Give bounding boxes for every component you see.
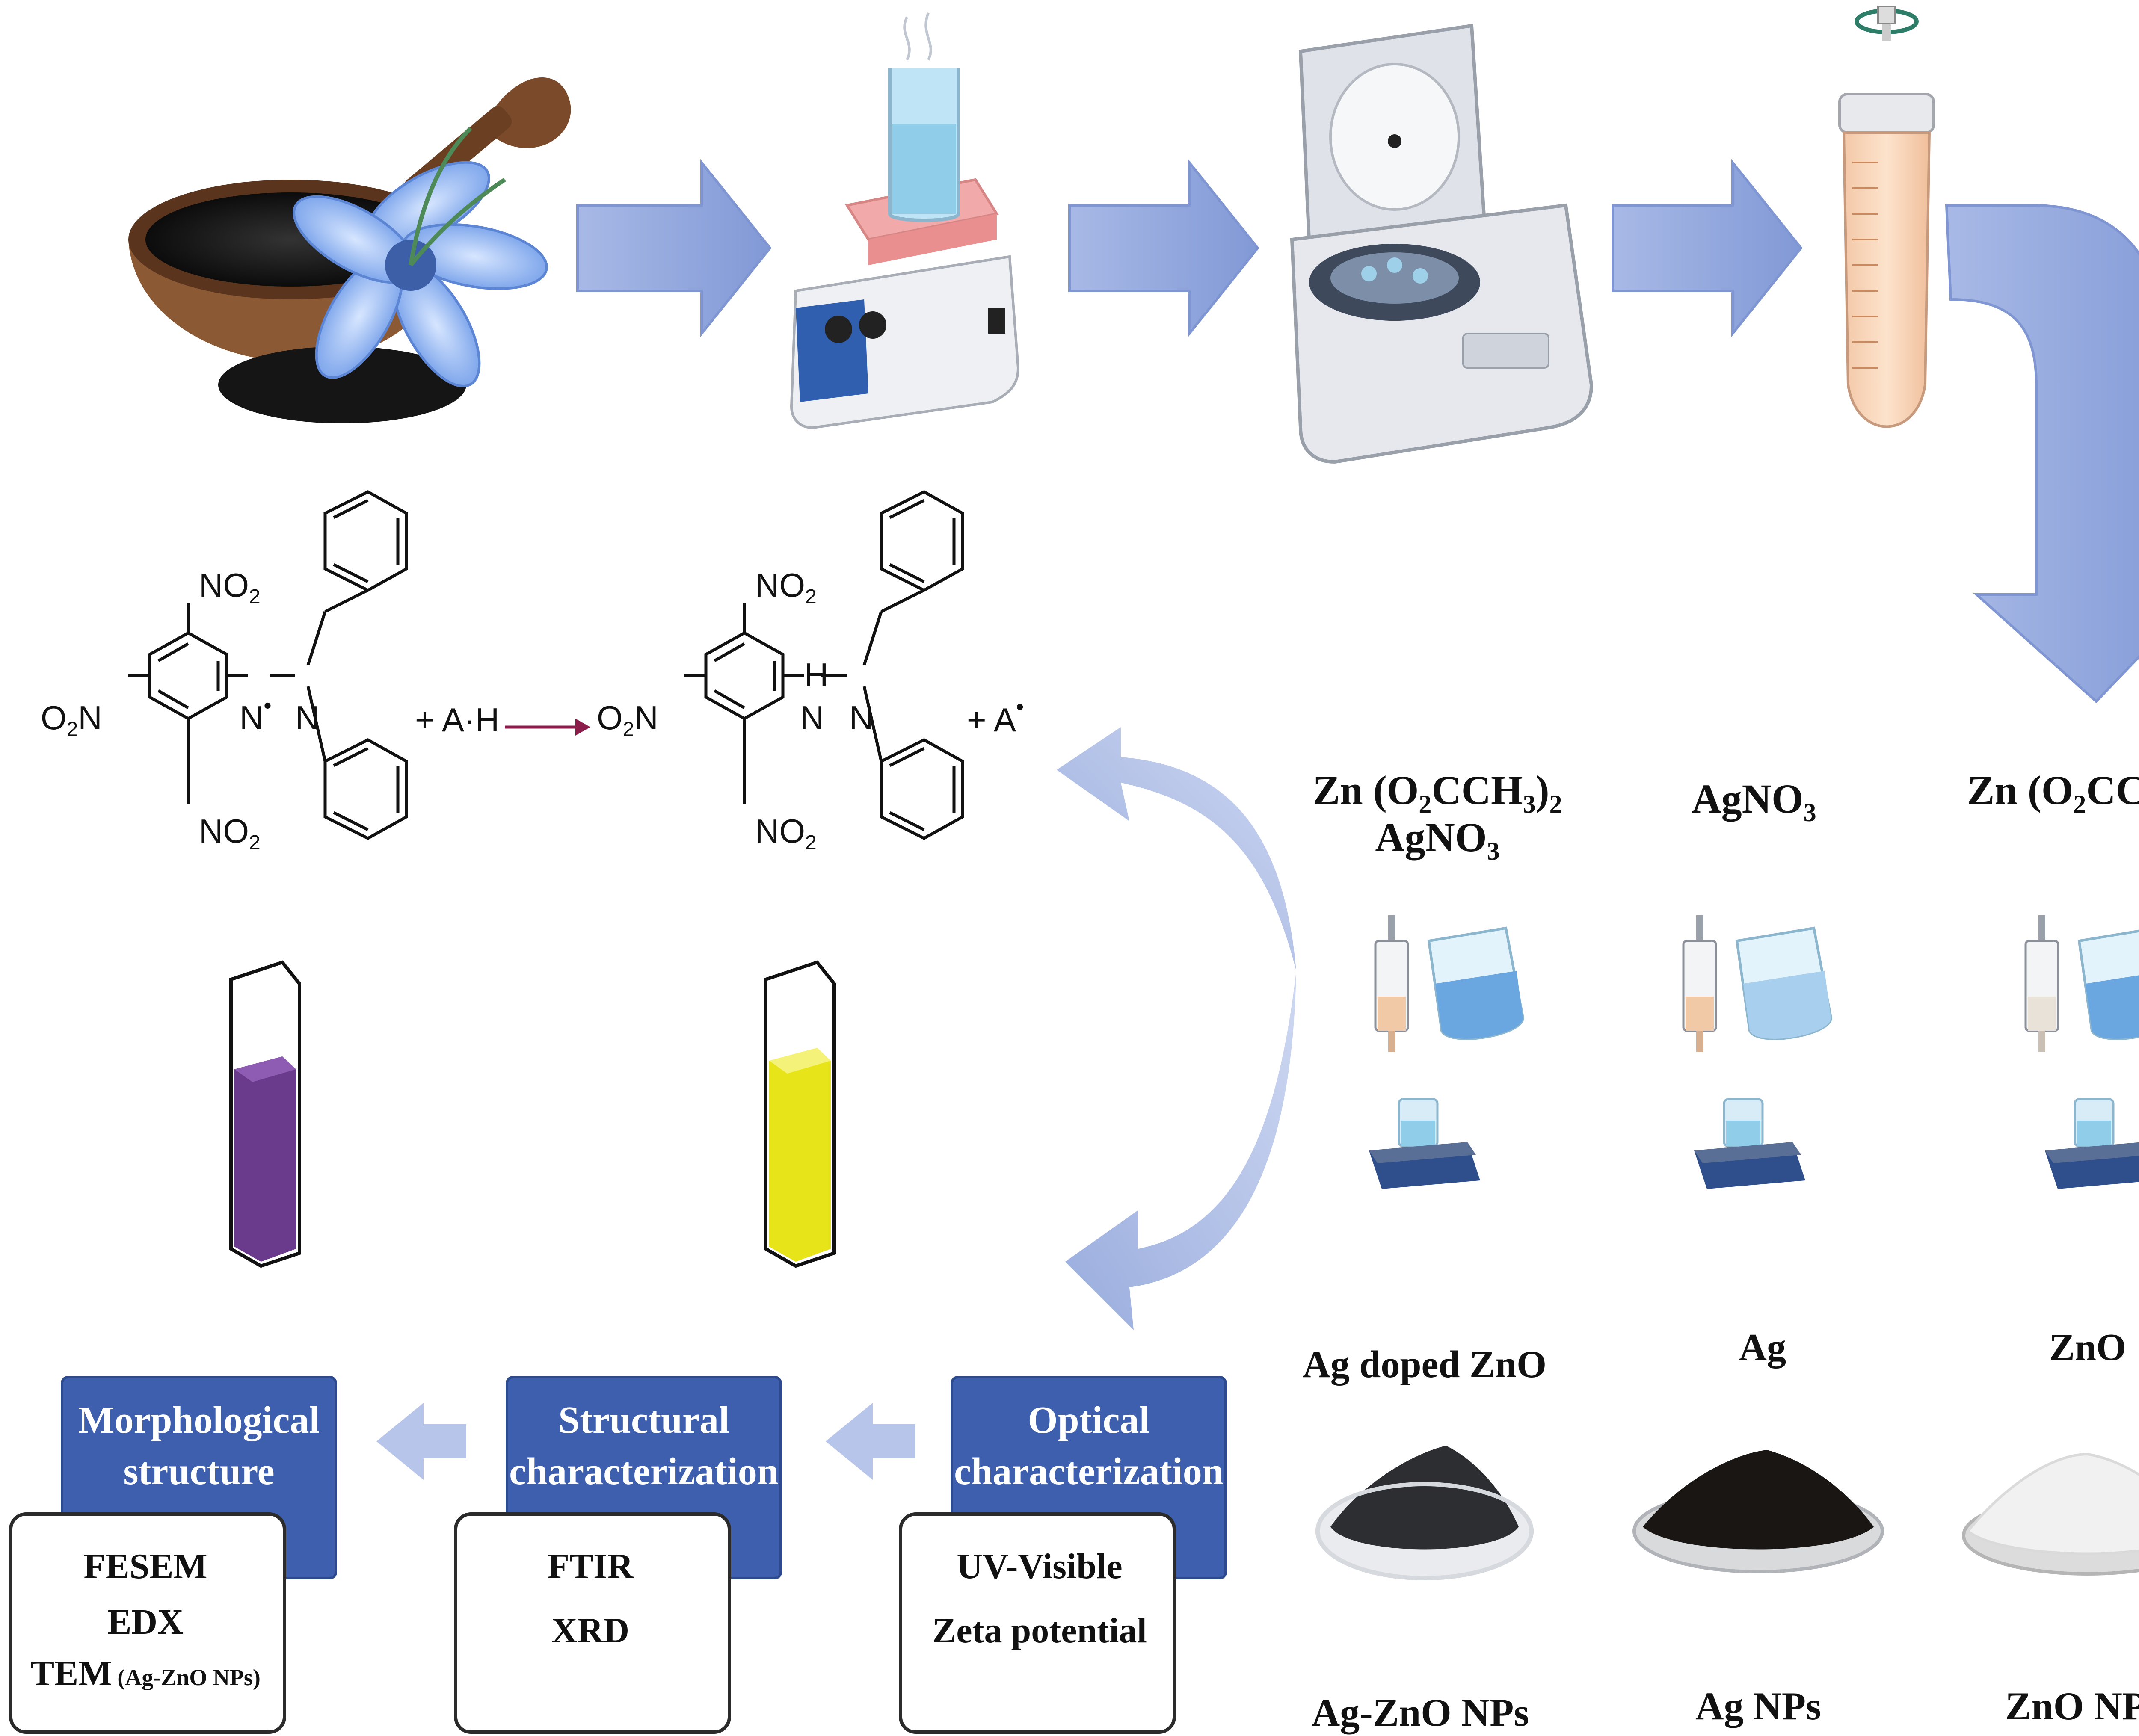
plus-ah-label: + A·H — [415, 701, 499, 739]
np-label-zno: ZnO NPs — [2005, 1684, 2139, 1728]
dpph-reaction — [128, 490, 964, 840]
morphological-title-line2: structure — [123, 1450, 274, 1493]
optical-title-line1: Optical — [1028, 1399, 1150, 1441]
char-arrow-1 — [376, 1403, 466, 1480]
curved-arrow-upper — [1057, 727, 1296, 971]
h-label: H — [804, 656, 828, 694]
characterization-structural-card — [454, 1376, 782, 1734]
structural-title-line2: characterization — [509, 1450, 779, 1493]
curved-arrow-lower — [1065, 971, 1296, 1330]
morph-item-fesem: FESEM — [83, 1547, 207, 1586]
no2-label-bottom-right: NO2 — [755, 812, 817, 854]
optical-title-line2: characterization — [954, 1450, 1224, 1493]
ag-powder-icon — [1632, 1450, 1884, 1573]
zno-powder-icon — [1962, 1452, 2139, 1576]
morphological-title-line1: Morphological — [78, 1399, 320, 1441]
struct-item-xrd: XRD — [551, 1611, 629, 1650]
beaker-icon-3 — [2077, 929, 2139, 1040]
o2n-label-left: O2N — [41, 699, 102, 741]
product-label-ag-doped-zno: Ag doped ZnO — [1303, 1343, 1546, 1386]
no2-label-top-left: NO2 — [199, 566, 261, 608]
syringe-icon-1 — [1374, 915, 1409, 1052]
product-label-ag: Ag — [1739, 1326, 1786, 1369]
optical-item-zeta-potential: Zeta potential — [932, 1611, 1147, 1650]
magnetic-stirrer-icon-2 — [1694, 1098, 1805, 1189]
characterization-optical-card — [899, 1376, 1227, 1734]
np-label-ag-zno: Ag-ZnO NPs — [1312, 1691, 1529, 1734]
plus-a-label: + A• — [967, 695, 1024, 739]
np-label-ag: Ag NPs — [1695, 1684, 1821, 1728]
ag-zno-powder-icon — [1315, 1446, 1534, 1580]
precursor-3-label: Zn (O2CCH3)2 — [1967, 767, 2139, 818]
characterization-morphological-card — [9, 1376, 337, 1734]
o2n-label-right: O2N — [597, 699, 658, 741]
yellow-cuvette-icon — [764, 960, 836, 1268]
precursor-2-label: AgNO3 — [1692, 776, 1816, 827]
nigella-sativa-icon — [128, 77, 571, 423]
n-label-right: N — [849, 699, 873, 736]
beaker-icon-1 — [1427, 926, 1525, 1040]
n-radical-label: N• — [240, 693, 272, 736]
falcon-tube-icon — [1838, 6, 1935, 428]
n-label-left: N — [295, 699, 319, 736]
no2-label-bottom-left: NO2 — [199, 812, 261, 854]
syringe-icon-2 — [1682, 915, 1717, 1052]
structural-title-line1: Structural — [558, 1399, 729, 1441]
struct-item-ftir: FTIR — [548, 1547, 634, 1586]
beaker-icon-2 — [1735, 926, 1833, 1040]
morph-item-tem: TEM(Ag-ZnO NPs) — [30, 1653, 261, 1693]
optical-item-uv-visible: UV-Visible — [957, 1547, 1122, 1586]
flow-arrow-3 — [1612, 159, 1803, 337]
purple-cuvette-icon — [229, 960, 301, 1268]
synthesis-column-1-icons — [1369, 915, 1525, 1189]
magnetic-stirrer-icon-1 — [1369, 1098, 1480, 1189]
flow-arrow-bent — [1945, 204, 2139, 704]
magnetic-stirrer-icon-3 — [2045, 1098, 2139, 1189]
flow-arrow-1 — [576, 159, 772, 337]
syringe-icon-3 — [2024, 915, 2059, 1052]
product-label-zno: ZnO — [2049, 1326, 2126, 1369]
synthesis-column-3-icons — [2024, 915, 2139, 1189]
char-arrow-2 — [826, 1403, 915, 1480]
precursor-1-line2: AgNO3 — [1375, 814, 1499, 865]
flow-arrow-2 — [1068, 159, 1259, 337]
hot-plate-stirrer-icon — [790, 12, 1020, 429]
precursor-1-line1: Zn (O2CCH3)2 — [1312, 767, 1562, 818]
reaction-arrowhead — [575, 719, 590, 736]
synthesis-column-2-icons — [1682, 915, 1833, 1189]
centrifuge-icon — [1290, 24, 1594, 464]
nh-n-label: N — [800, 699, 824, 736]
no2-label-top-right: NO2 — [755, 566, 817, 608]
morph-item-edx: EDX — [107, 1602, 183, 1642]
